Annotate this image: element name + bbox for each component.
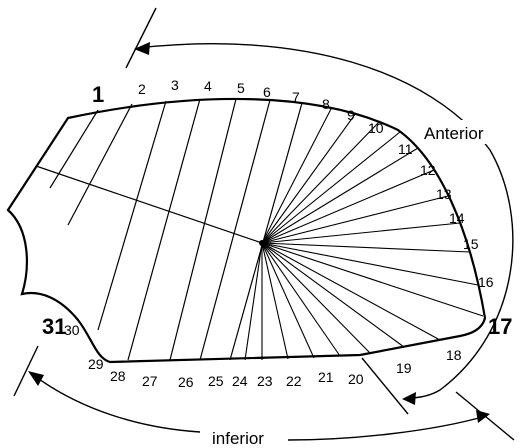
parallel-section-lines xyxy=(49,98,303,361)
number-23: 23 xyxy=(257,373,273,389)
anterior-label: Anterior xyxy=(424,124,484,143)
number-17: 17 xyxy=(488,314,512,339)
number-28: 28 xyxy=(110,368,126,384)
shape-outline xyxy=(6,97,487,364)
number-26: 26 xyxy=(178,374,194,390)
number-12: 12 xyxy=(420,162,436,178)
number-7: 7 xyxy=(292,89,300,105)
number-14: 14 xyxy=(449,210,465,226)
number-10: 10 xyxy=(368,120,384,136)
number-31: 31 xyxy=(42,314,66,339)
number-1: 1 xyxy=(92,82,104,107)
number-22: 22 xyxy=(286,373,302,389)
inferior-label: inferior xyxy=(212,429,264,448)
number-8: 8 xyxy=(322,96,330,112)
number-11: 11 xyxy=(398,141,413,157)
number-21: 21 xyxy=(318,369,334,385)
inferior-arrowhead-right xyxy=(476,410,490,423)
number-27: 27 xyxy=(142,373,158,389)
number-25: 25 xyxy=(208,373,224,389)
focal-point xyxy=(259,240,265,246)
number-18: 18 xyxy=(446,347,462,363)
anterior-arrowhead-top xyxy=(134,42,150,55)
number-2: 2 xyxy=(138,81,146,97)
number-13: 13 xyxy=(436,186,452,202)
number-16: 16 xyxy=(478,274,494,290)
tick-marks xyxy=(13,7,515,441)
number-19: 19 xyxy=(396,360,412,376)
number-5: 5 xyxy=(237,80,245,96)
inferior-arrow-arc xyxy=(31,373,487,441)
number-29: 29 xyxy=(88,356,104,372)
number-20: 20 xyxy=(348,371,364,387)
anterior-arrowhead-bottom xyxy=(402,392,416,405)
anterior-arrow-arc xyxy=(137,43,514,399)
inferior-arrowhead-left xyxy=(28,371,44,386)
number-30: 30 xyxy=(64,322,80,338)
number-6: 6 xyxy=(263,84,271,100)
radial-section-lines xyxy=(244,106,484,361)
number-24: 24 xyxy=(232,373,248,389)
number-labels: 1 2 3 4 5 6 7 8 9 10 11 12 13 14 15 16 1… xyxy=(42,77,512,390)
number-9: 9 xyxy=(347,107,355,123)
number-4: 4 xyxy=(204,78,212,94)
anterior-label-bg xyxy=(420,120,510,144)
number-3: 3 xyxy=(171,77,179,93)
divider-line xyxy=(35,165,263,244)
number-15: 15 xyxy=(463,236,479,252)
